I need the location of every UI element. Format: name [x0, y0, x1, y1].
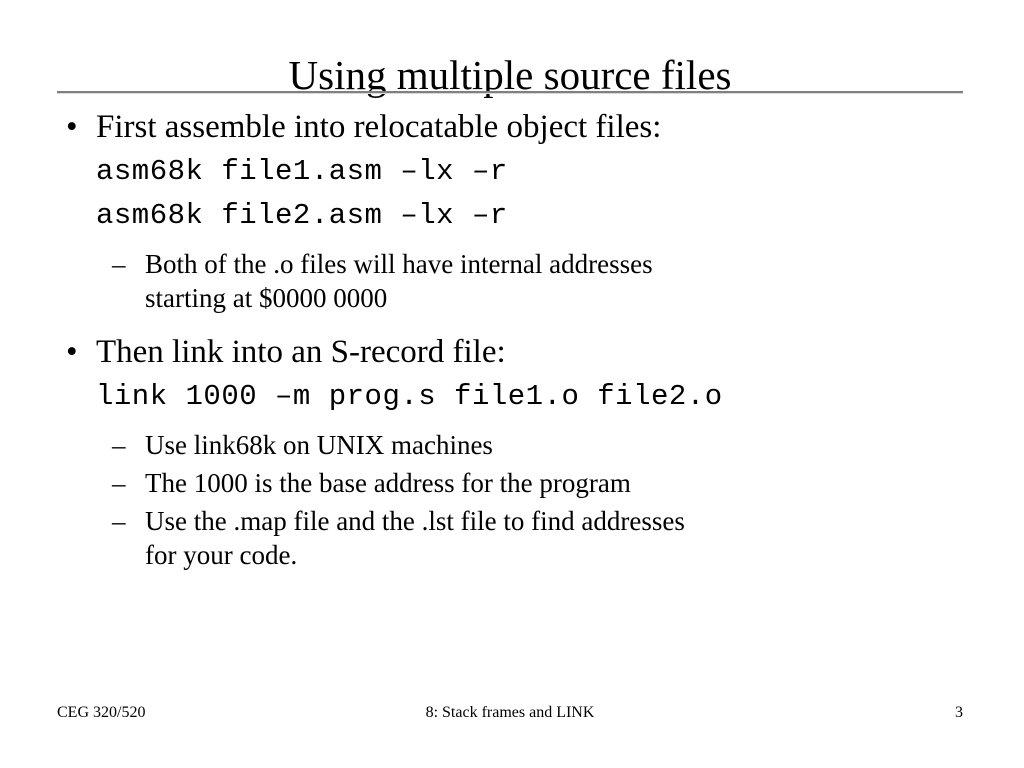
spacer: [57, 315, 977, 329]
bullet-level2: – Use the .map file and the .lst file to…: [57, 504, 977, 572]
bullet-dash-icon: –: [112, 430, 126, 460]
bullet-level2-text: Use the .map file and the .lst file to f…: [145, 506, 685, 536]
bullet-level1-text: First assemble into relocatable object f…: [96, 109, 662, 145]
bullet-level2-text: Use link68k on UNIX machines: [145, 430, 493, 460]
bullet-level2-text: The 1000 is the base address for the pro…: [145, 468, 631, 498]
bullet-level2: – Both of the .o files will have interna…: [57, 247, 977, 315]
bullet-dot-icon: •: [66, 334, 78, 370]
bullet-dash-icon: –: [112, 249, 126, 279]
bullet-level2-text-cont: for your code.: [145, 540, 298, 570]
bullet-dash-icon: –: [112, 506, 126, 536]
spacer: [57, 238, 977, 247]
bullet-level2: – Use link68k on UNIX machines: [57, 428, 977, 462]
bullet-level1: • First assemble into relocatable object…: [57, 104, 977, 150]
bullet-level1: • Then link into an S-record file:: [57, 329, 977, 375]
slide-title: Using multiple source files: [288, 52, 732, 99]
code-line: asm68k file2.asm –lx –r: [96, 199, 508, 232]
spacer: [57, 419, 977, 428]
slide-footer: CEG 320/520 8: Stack frames and LINK 3: [57, 702, 963, 724]
bullet-level2-text: Both of the .o files will have internal …: [145, 249, 653, 279]
footer-page-number: 3: [955, 704, 963, 721]
title-divider-rule: [57, 91, 963, 94]
bullet-dash-icon: –: [112, 468, 126, 498]
bullet-dot-icon: •: [66, 109, 78, 145]
slide-body: • First assemble into relocatable object…: [57, 104, 977, 572]
code-line: link 1000 –m prog.s file1.o file2.o: [96, 380, 723, 413]
footer-topic-label: 8: Stack frames and LINK: [425, 704, 595, 721]
footer-course-label: CEG 320/520: [57, 704, 146, 721]
bullet-level2: – The 1000 is the base address for the p…: [57, 466, 977, 500]
bullet-level1-text: Then link into an S-record file:: [96, 334, 506, 370]
bullet-level2-text-cont: starting at $0000 0000: [145, 283, 388, 313]
code-line: asm68k file1.asm –lx –r: [96, 155, 508, 188]
